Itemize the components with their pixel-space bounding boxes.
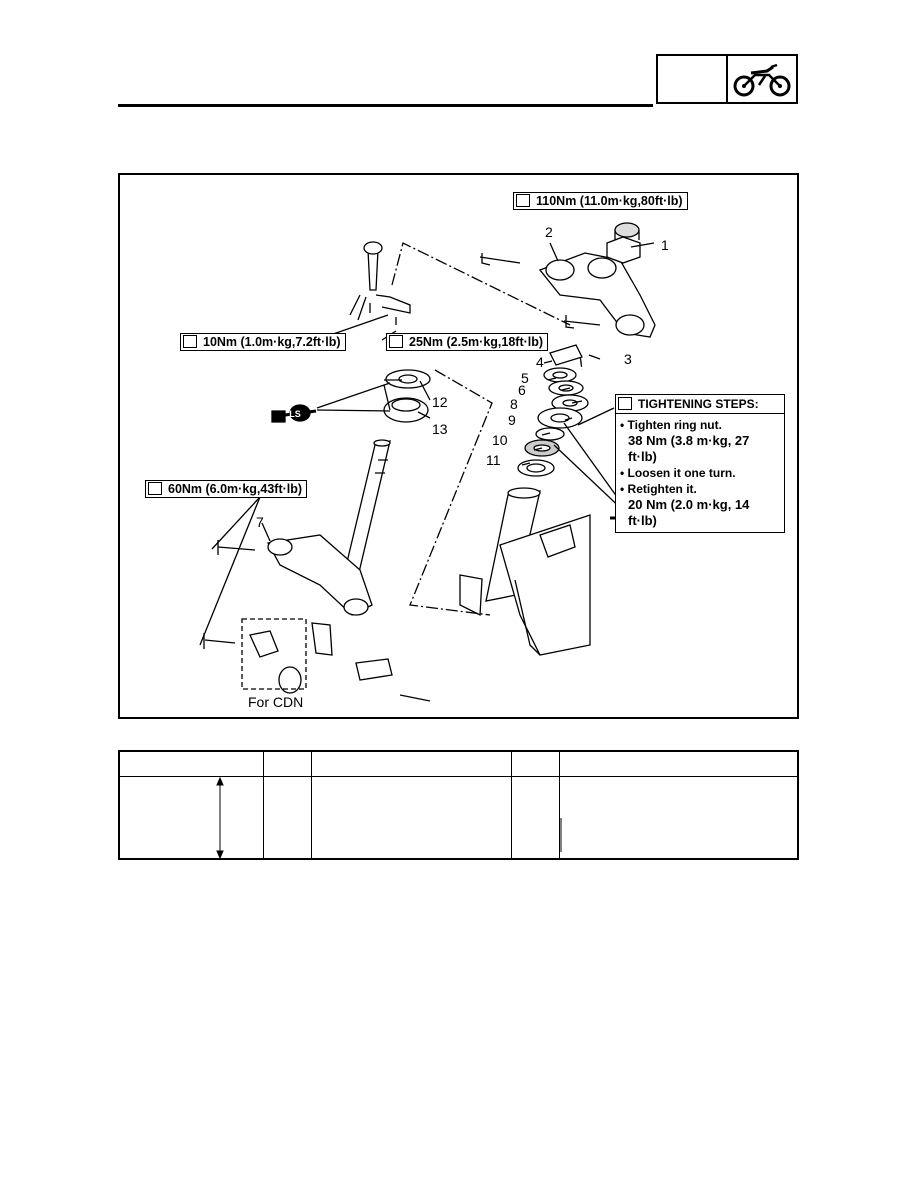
- callout-11: 11: [486, 452, 501, 468]
- lubricant-mark-left: LS: [289, 409, 301, 419]
- callout-13: 13: [432, 421, 448, 437]
- step-3: • Retighten it.: [620, 482, 697, 496]
- dust-seal: [385, 369, 431, 389]
- torque-wrench-icon: [389, 335, 403, 348]
- pinch-bolt: [563, 315, 601, 329]
- bearing-cover: [537, 407, 583, 429]
- tightening-steps-box: TIGHTENING STEPS: • Tighten ring nut. 38…: [615, 394, 785, 533]
- callout-6: 6: [518, 382, 526, 398]
- rubber-washer: [548, 380, 584, 396]
- callout-7: 7: [256, 514, 264, 530]
- tightening-steps-title: TIGHTENING STEPS:: [638, 397, 759, 411]
- upper-bearing-race: [535, 427, 565, 441]
- torque-spec-10: 10Nm (1.0m·kg,7.2ft·lb): [180, 333, 346, 351]
- callout-9: 9: [508, 412, 516, 428]
- lower-bearing-race: [517, 459, 555, 477]
- steering-stem-nut: [606, 236, 641, 264]
- for-cdn-label: For CDN: [248, 694, 304, 710]
- callout-5: 5: [521, 370, 529, 386]
- step-3-value: 20 Nm (2.0 m·kg, 14 ft·lb): [628, 497, 750, 528]
- torque-spec-110: 110Nm (11.0m·kg,80ft·lb): [513, 192, 688, 210]
- exploded-view-figure: LS LS 110Nm (11.0m·kg,80ft·lb) 10Nm (1.0…: [118, 173, 799, 719]
- torque-wrench-icon: [618, 397, 632, 410]
- lower-bolt-lower: [203, 633, 236, 649]
- lower-bolt-upper: [217, 540, 256, 555]
- table-column-divider: [559, 752, 560, 858]
- callout-8: 8: [510, 396, 518, 412]
- callout-4: 4: [536, 354, 544, 370]
- torque-wrench-icon: [148, 482, 162, 495]
- callout-12: 12: [432, 394, 448, 410]
- table-column-divider: [511, 752, 512, 858]
- header-rule: [118, 104, 653, 107]
- motorcycle-icon: [733, 63, 791, 97]
- section-tab: [656, 54, 728, 104]
- table-column-divider: [311, 752, 312, 858]
- exploded-drawing: LS LS: [199, 206, 680, 702]
- chassis-tab: [726, 54, 798, 104]
- torque-spec-25: 25Nm (2.5m·kg,18ft·lb): [386, 333, 549, 351]
- step-1-value: 38 Nm (3.8 m·kg, 27 ft·lb): [628, 433, 750, 464]
- table-column-divider: [263, 752, 264, 858]
- lock-washer: [549, 344, 583, 366]
- callout-3: 3: [624, 351, 632, 367]
- table-annotations: [216, 776, 562, 860]
- step-1: • Tighten ring nut.: [620, 418, 722, 432]
- parts-table: [118, 750, 799, 860]
- table-header-rule: [120, 776, 797, 777]
- handlebar-holder: [367, 249, 379, 291]
- torque-wrench-icon: [183, 335, 197, 348]
- grease-gun-left: [271, 404, 317, 423]
- step-2: • Loosen it one turn.: [620, 466, 736, 480]
- bearing-lower: [383, 397, 429, 423]
- torque-spec-60: 60Nm (6.0m·kg,43ft·lb): [145, 480, 308, 498]
- torque-wrench-icon: [516, 194, 530, 207]
- callout-1: 1: [661, 237, 669, 253]
- callout-2: 2: [545, 224, 553, 240]
- callout-10: 10: [492, 432, 508, 448]
